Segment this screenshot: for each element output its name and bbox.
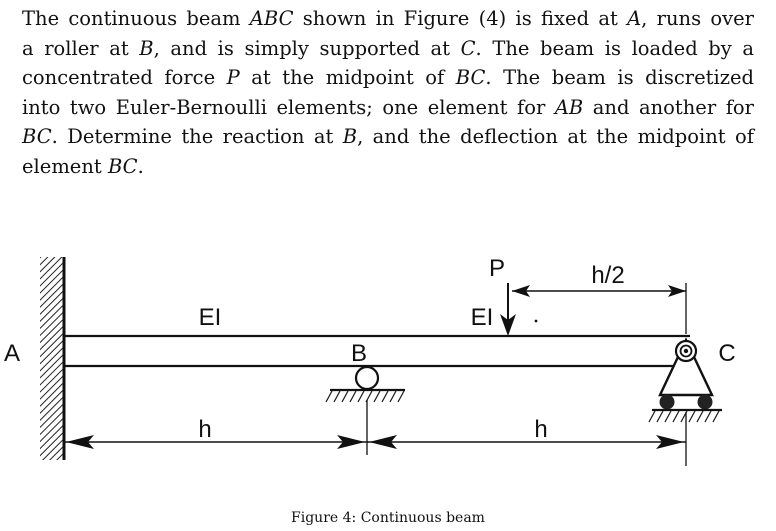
problem-line-4: into two Euler-Bernoulli elements; one e… bbox=[22, 95, 754, 119]
dimension-h bbox=[64, 400, 687, 466]
label-C: C bbox=[718, 340, 735, 367]
label-EI-right: EI bbox=[471, 304, 494, 331]
problem-line-6: element BC. bbox=[22, 154, 144, 178]
figure-caption: Figure 4: Continuous beam bbox=[291, 510, 485, 526]
label-h-half: h/2 bbox=[591, 262, 624, 289]
problem-line-5: BC. Determine the reaction at B, and the… bbox=[22, 125, 754, 148]
load-arrow-P bbox=[500, 283, 516, 336]
label-EI-left: EI bbox=[199, 304, 222, 331]
problem-line-1: The continuous beam ABC shown in Figure … bbox=[22, 7, 754, 30]
fixed-support-A bbox=[40, 257, 66, 460]
problem-statement: The continuous beam ABC shown in Figure … bbox=[22, 4, 754, 181]
problem-line-3: concentrated force P at the midpoint of … bbox=[22, 66, 754, 89]
label-h-left: h bbox=[198, 416, 211, 443]
beam-figure: A B C EI EI P h/2 h h bbox=[4, 255, 736, 466]
label-P: P bbox=[489, 255, 505, 282]
label-A: A bbox=[4, 340, 20, 367]
label-B: B bbox=[351, 340, 367, 367]
roller-support-B bbox=[325, 365, 405, 403]
pin-support-C bbox=[648, 337, 722, 423]
problem-line-2: a roller at B, and is simply supported a… bbox=[22, 36, 754, 60]
beam bbox=[64, 334, 690, 368]
label-h-right: h bbox=[534, 416, 547, 443]
dimension-h-half bbox=[512, 283, 687, 334]
